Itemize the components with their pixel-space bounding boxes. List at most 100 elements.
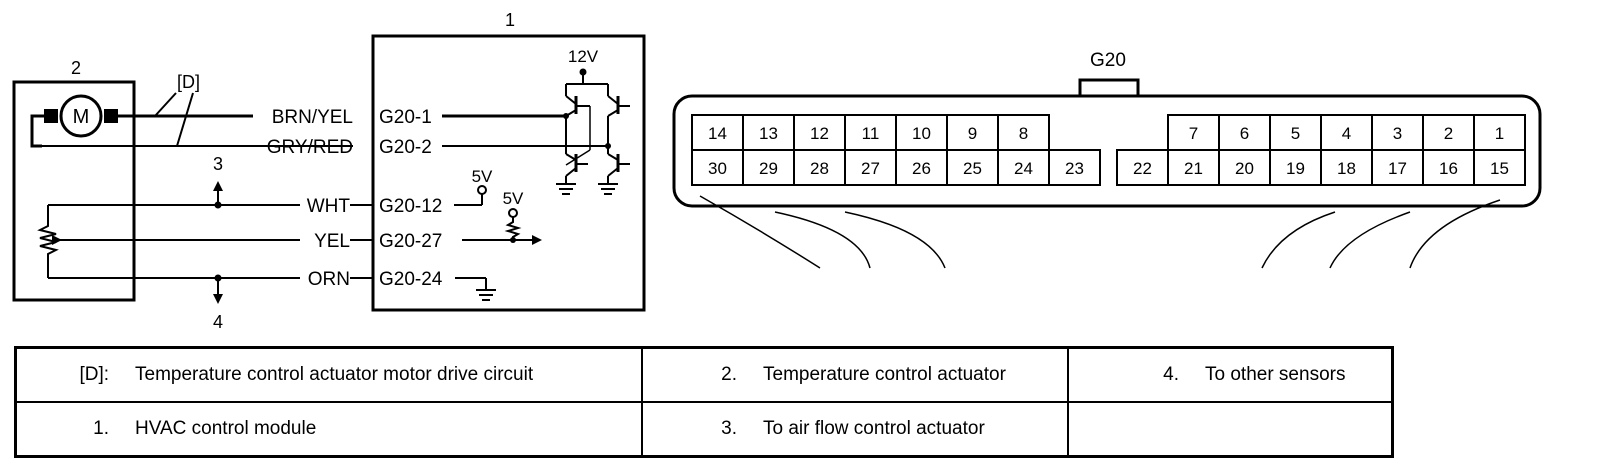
wire-harness: 3 4 [D] BRN/YEL GRY/RED WHT YEL ORN [32,72,372,332]
legend-text: HVAC control module [135,418,317,439]
connector-pin-number: 20 [1235,159,1254,178]
motor-icon: M [44,94,118,138]
callout-to-airflow: 3 [213,154,223,174]
connector-pin-number: 6 [1240,124,1249,143]
legend-cell: 2. Temperature control actuator [641,346,1069,403]
legend-cell: 1. HVAC control module [14,401,643,458]
connector-pin: 4 [1320,114,1373,151]
legend-table: [D]: Temperature control actuator motor d… [14,346,1394,458]
wire-color-label: GRY/RED [267,137,353,158]
connector-pin: 10 [895,114,948,151]
connector-pin: 11 [844,114,897,151]
pin-label: G20-1 [379,107,432,128]
pin-label: G20-2 [379,137,432,158]
connector-pin: 7 [1167,114,1220,151]
supply-5v-label: 5V [472,167,493,186]
connector-pin: 23 [1048,149,1101,186]
legend-key: 1. [93,418,109,439]
wiring-diagram: 2 M 3 4 [D] [12,10,1542,332]
connector-pin-number: 1 [1495,124,1504,143]
connector-pin: 17 [1371,149,1424,186]
connector-pin-number: 29 [759,159,778,178]
connector-pin: 26 [895,149,948,186]
connector-pin: 20 [1218,149,1271,186]
connector-pin: 21 [1167,149,1220,186]
connector-pin-number: 24 [1014,159,1033,178]
pin-label: G20-24 [379,269,443,290]
connector-pin: 3 [1371,114,1424,151]
supply-12v-label: 12V [568,47,599,66]
legend-key: 4. [1163,364,1179,385]
connector-pin: 29 [742,149,795,186]
legend-text: Temperature control actuator [763,364,1006,385]
connector-pin-number: 27 [861,159,880,178]
callout-to-sensors: 4 [213,312,223,332]
connector-pin: 15 [1473,149,1526,186]
supply-5v-label: 5V [503,189,524,208]
connector-pin: 18 [1320,149,1373,186]
legend-key: 3. [721,418,737,439]
motor-symbol: M [73,106,90,128]
connector-pin-number: 13 [759,124,778,143]
connector-pin-number: 10 [912,124,931,143]
potentiometer-icon [37,204,134,279]
connector-pin: 14 [691,114,744,151]
legend-row: [D]: Temperature control actuator motor d… [14,346,1394,403]
connector-pin: 2 [1422,114,1475,151]
connector-pin: 27 [844,149,897,186]
connector-pin: 19 [1269,149,1322,186]
legend-cell: 4. To other sensors [1067,346,1394,403]
legend-cell: [D]: Temperature control actuator motor d… [14,346,643,403]
legend-key: 2. [721,364,737,385]
connector-pin-number: 17 [1388,159,1407,178]
connector-pin-number: 7 [1189,124,1198,143]
connector-pin: 1 [1473,114,1526,151]
hvac-control-module: 1 G20-1 G20-2 G20-12 G20-27 G20-24 5V 5V… [371,10,646,312]
wire-color-label: WHT [307,196,351,217]
legend-text: To other sensors [1205,364,1346,385]
connector-pin-number: 4 [1342,124,1351,143]
callout-module: 1 [505,10,515,30]
connector-pin-number: 3 [1393,124,1402,143]
connector-pin-number: 30 [708,159,727,178]
connector-pin: 16 [1422,149,1475,186]
legend-text: Temperature control actuator motor drive… [135,364,534,385]
wire-color-label: BRN/YEL [272,107,353,128]
connector-pin: 6 [1218,114,1271,151]
connector-pin-number: 14 [708,124,727,143]
callout-actuator: 2 [71,58,81,78]
connector-pin-number: 9 [968,124,977,143]
connector-pin-number: 5 [1291,124,1300,143]
wire-color-label: YEL [314,231,350,252]
connector-pin: 9 [946,114,999,151]
callout-drive-circuit: [D] [177,72,200,92]
connector-pin-number: 21 [1184,159,1203,178]
connector-pin-number: 12 [810,124,829,143]
connector-pin-number: 19 [1286,159,1305,178]
legend-key: [D]: [79,364,109,385]
connector-pin: 22 [1116,149,1169,186]
legend-cell: 3. To air flow control actuator [641,401,1069,458]
legend-cell [1067,401,1394,458]
connector-pin: 30 [691,149,744,186]
connector-pin-number: 11 [862,124,880,143]
connector-pin: 13 [742,114,795,151]
connector-pin-number: 23 [1065,159,1084,178]
connector-pin-number: 22 [1133,159,1152,178]
connector-pin: 24 [997,149,1050,186]
connector-pin-number: 2 [1444,124,1453,143]
connector-pin-number: 18 [1337,159,1356,178]
temperature-control-actuator: 2 M [12,58,136,302]
connector-pin-number: 25 [963,159,982,178]
wire-color-label: ORN [308,269,350,290]
h-bridge-icon: 12V [556,47,630,195]
connector-pin: 12 [793,114,846,151]
connector-pin-number: 16 [1439,159,1458,178]
legend-text: To air flow control actuator [763,418,985,439]
connector-pin: 28 [793,149,846,186]
connector-pin-number: 15 [1490,159,1509,178]
connector-pin: 8 [997,114,1050,151]
connector-pin: 25 [946,149,999,186]
